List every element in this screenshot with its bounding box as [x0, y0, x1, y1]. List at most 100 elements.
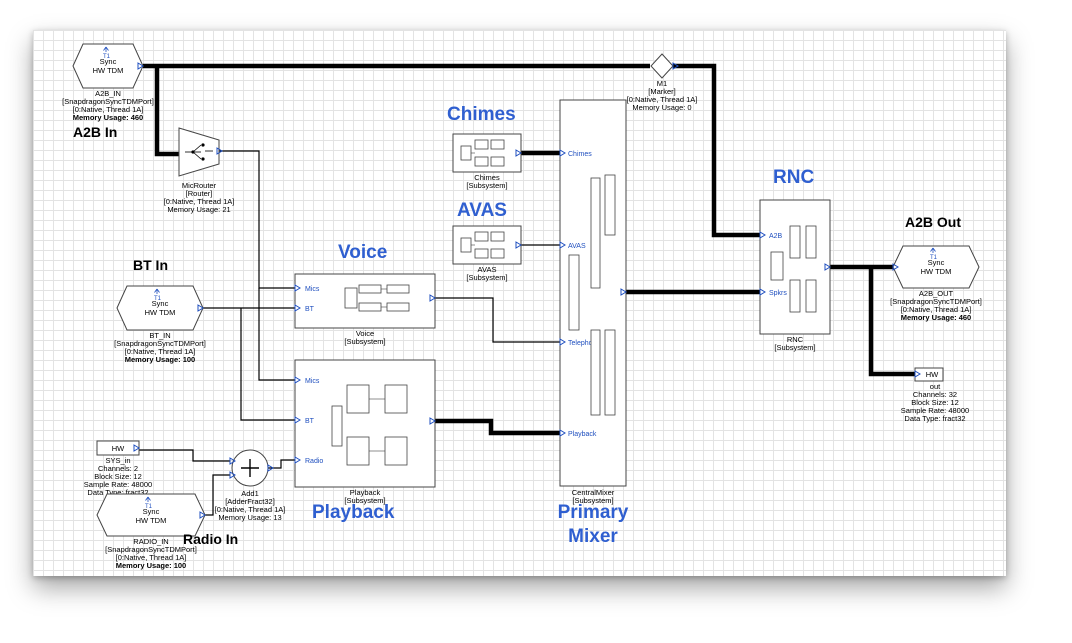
- bt-in-thread: [0:Native, Thread 1A]: [125, 347, 196, 356]
- playback-type: [Subsystem]: [344, 496, 385, 505]
- radio-in-memory: Memory Usage: 100: [116, 561, 186, 570]
- mixer-port-playback: Playback: [568, 431, 597, 438]
- wire-voice-to-telephony: [435, 297, 560, 343]
- output-port-arrow: [133, 444, 140, 452]
- sys-in-block-size: Block Size: 12: [94, 472, 142, 481]
- wire-m1-to-rnc: [673, 63, 760, 238]
- mic-router-block[interactable]: [178, 127, 223, 177]
- input-port-arrow: [914, 370, 921, 378]
- chimes-type: [Subsystem]: [466, 181, 507, 190]
- add1-memory: Memory Usage: 13: [218, 513, 281, 522]
- rnc-name: RNC: [787, 335, 804, 344]
- input-port-arrow: [892, 263, 899, 271]
- mixer-name: CentralMixer: [572, 488, 615, 497]
- title-a2b-out: A2B Out: [905, 214, 961, 230]
- a2b-out-line2: HW TDM: [921, 267, 952, 276]
- output-port-arrow: [824, 263, 831, 271]
- signal-flow-diagram: T1 Sync HW T: [62, 43, 982, 570]
- a2b-in-memory: Memory Usage: 460: [73, 113, 143, 122]
- voice-inner-diagram: [344, 284, 410, 312]
- out-sample-rate: Sample Rate: 48000: [901, 406, 969, 415]
- output-port-arrow: [197, 304, 204, 312]
- add1-type: [AdderFract32]: [225, 497, 275, 506]
- bt-in-name: BT_IN: [149, 331, 170, 340]
- chimes-name: Chimes: [474, 173, 500, 182]
- wire-bt-to-playback: [240, 308, 295, 421]
- output-port-arrow: [515, 241, 522, 249]
- radio-in-block[interactable]: Sync HW TDM: [96, 493, 206, 537]
- title-bt-in: BT In: [133, 257, 168, 273]
- a2b-out-block[interactable]: Sync HW TDM: [892, 245, 980, 289]
- rnc-subsystem-block[interactable]: A2B Spkrs: [759, 199, 831, 335]
- input-port-arrow: [294, 284, 301, 292]
- m1-name: M1: [657, 79, 667, 88]
- rnc-port-spkrs: Spkrs: [769, 290, 787, 297]
- mic-router-thread: [0:Native, Thread 1A]: [164, 197, 235, 206]
- m1-marker-block[interactable]: [650, 53, 679, 79]
- playback-name: Playback: [350, 488, 381, 497]
- out-name: out: [930, 382, 941, 391]
- wire-a2b-in-to-router: [154, 66, 179, 157]
- input-port-arrow: [759, 231, 766, 239]
- wire-add1-to-radio: [268, 459, 295, 469]
- mixer-inner-diagram: [568, 174, 616, 416]
- playback-inner-diagram: [331, 384, 408, 466]
- a2b-in-line2: HW TDM: [93, 66, 124, 75]
- output-port-arrow: [620, 288, 627, 296]
- sys-in-block[interactable]: HW: [96, 440, 140, 456]
- output-port-arrow: [267, 464, 274, 472]
- out-channels: Channels: 32: [913, 390, 957, 399]
- mixer-port-telephony: Telephony: [568, 340, 600, 347]
- out-block[interactable]: HW: [914, 367, 944, 382]
- mic-router-memory: Memory Usage: 21: [167, 205, 230, 214]
- input-port-arrow: [559, 241, 566, 249]
- a2b-in-line1: Sync: [100, 57, 117, 66]
- rnc-port-a2b: A2B: [769, 233, 783, 240]
- input-port-arrow: [559, 149, 566, 157]
- output-port-arrow: [672, 62, 679, 70]
- bt-in-block[interactable]: Sync HW TDM: [116, 285, 204, 331]
- voice-subsystem-block[interactable]: Mics BT: [294, 273, 436, 329]
- wire-playback-to-mixer: [435, 418, 560, 436]
- playback-port-radio: Radio: [305, 458, 323, 465]
- out-block-size: Block Size: 12: [911, 398, 959, 407]
- router-switch-icon: [185, 143, 213, 161]
- a2b-in-block[interactable]: Sync HW TDM: [72, 43, 144, 89]
- add1-name: Add1: [241, 489, 259, 498]
- wire-router-to-playback-mics: [258, 288, 295, 381]
- a2b-out-thread: [0:Native, Thread 1A]: [901, 305, 972, 314]
- input-port-arrow: [294, 376, 301, 384]
- chimes-inner-diagram: [460, 139, 505, 167]
- m1-thread: [0:Native, Thread 1A]: [627, 95, 698, 104]
- input-port-arrow: [229, 457, 236, 465]
- voice-port-bt: BT: [305, 306, 315, 313]
- out-data-type: Data Type: fract32: [904, 414, 965, 423]
- playback-subsystem-block[interactable]: Mics BT Radio: [294, 359, 436, 488]
- mixer-port-avas: AVAS: [568, 243, 586, 250]
- chimes-subsystem-block[interactable]: [452, 133, 522, 173]
- input-port-arrow: [294, 304, 301, 312]
- central-mixer-subsystem-block[interactable]: Chimes AVAS Telephony Playback: [559, 99, 627, 487]
- sys-in-data-type: Data Type: fract32: [87, 488, 148, 497]
- input-port-arrow: [559, 429, 566, 437]
- bt-in-line2: HW TDM: [145, 308, 176, 317]
- mic-router-type: [Router]: [186, 189, 213, 198]
- rnc-type: [Subsystem]: [774, 343, 815, 352]
- a2b-in-type: [SnapdragonSyncTDMPort]: [62, 97, 154, 106]
- plus-sign-icon: [241, 459, 259, 477]
- a2b-out-memory: Memory Usage: 460: [901, 313, 971, 322]
- sys-in-name: SYS_in: [105, 456, 130, 465]
- add1-block[interactable]: [229, 449, 274, 487]
- input-port-arrow: [294, 416, 301, 424]
- output-port-arrow: [137, 62, 144, 70]
- title-primary-mixer-1: Primary: [558, 502, 629, 523]
- m1-memory: Memory Usage: 0: [632, 103, 691, 112]
- a2b-in-thread: [0:Native, Thread 1A]: [73, 105, 144, 114]
- title-voice: Voice: [338, 242, 387, 263]
- a2b-out-type: [SnapdragonSyncTDMPort]: [890, 297, 982, 306]
- avas-inner-diagram: [460, 231, 505, 259]
- avas-subsystem-block[interactable]: [452, 225, 522, 265]
- title-rnc: RNC: [773, 167, 814, 188]
- wires: [139, 63, 915, 516]
- radio-in-type: [SnapdragonSyncTDMPort]: [105, 545, 197, 554]
